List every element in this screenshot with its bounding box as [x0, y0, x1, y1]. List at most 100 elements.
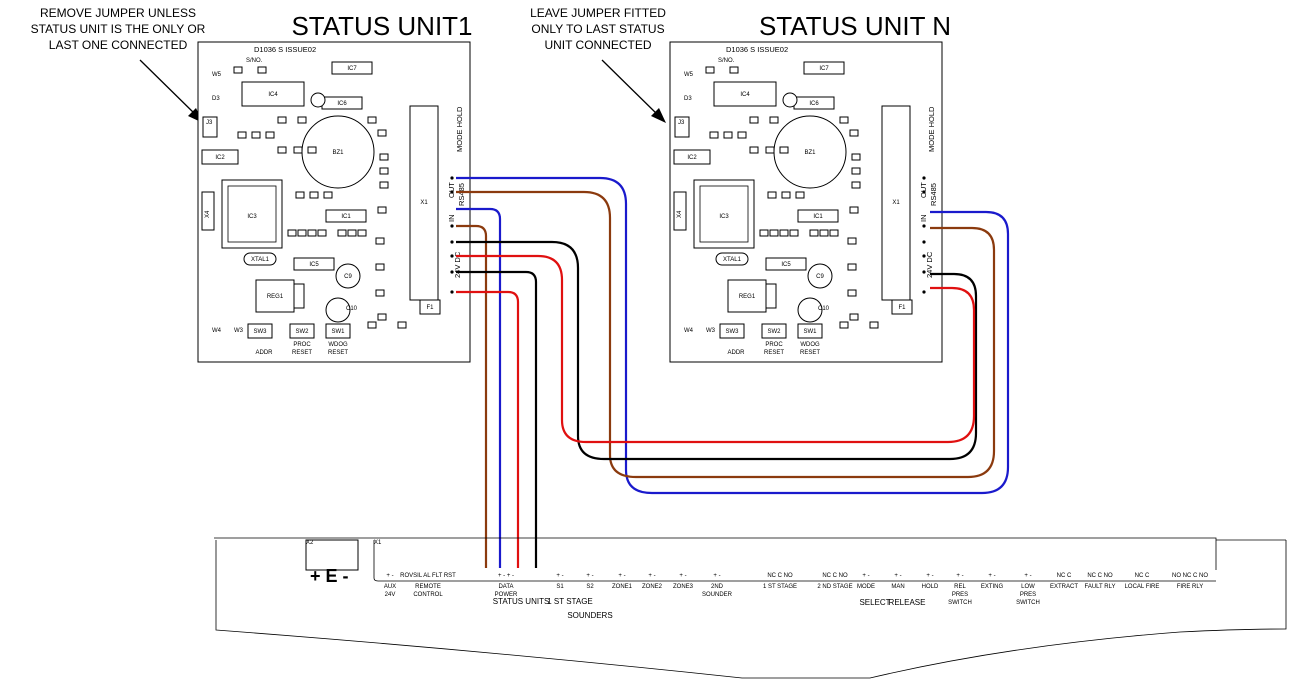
terminal-pins: + - — [713, 573, 720, 579]
smd-component — [851, 153, 861, 161]
switch-sw3 — [247, 323, 273, 339]
title-status-unit-n: STATUS UNIT N — [759, 11, 951, 41]
chip-ic1 — [325, 209, 367, 223]
smd-component — [839, 321, 849, 329]
smd-component — [779, 229, 789, 237]
jumper-link — [202, 116, 218, 138]
chip-ic4 — [713, 81, 777, 107]
terminal-pins: NC C NO — [1087, 573, 1113, 579]
connector-x2 — [305, 539, 359, 571]
smd-component — [317, 229, 327, 237]
svg-text:X1: X1 — [892, 200, 900, 206]
svg-text:STATUS UNIT IS THE ONLY OR: STATUS UNIT IS THE ONLY OR — [31, 22, 206, 36]
smd-component — [379, 181, 389, 189]
terminal-pins: + - — [386, 573, 393, 579]
smd-component — [765, 146, 775, 154]
out-label: OUT — [919, 182, 928, 198]
drawing-number: D1036 S ISSUE02 — [254, 45, 316, 54]
terminal-label: EXTING — [981, 584, 1004, 590]
smd-component — [779, 146, 789, 154]
connector-x1 — [409, 105, 439, 301]
smd-component — [795, 191, 805, 199]
terminal-pins: + - — [679, 573, 686, 579]
crystal-xtal1 — [243, 252, 277, 266]
arrow-icon — [139, 59, 203, 123]
wdog-reset-label: RESET — [800, 350, 820, 356]
svg-text:REG1: REG1 — [739, 294, 756, 300]
svg-text:X4: X4 — [205, 210, 211, 218]
terminal-label: SWITCH — [1016, 600, 1040, 606]
smd-component — [257, 66, 267, 74]
smd-component — [851, 181, 861, 189]
terminal-label: ZONE3 — [673, 584, 694, 590]
wire-black-unit1-unitn — [456, 240, 978, 461]
wire-red-unit1-panel — [456, 290, 520, 568]
terminal-label: DATA — [498, 584, 513, 590]
terminal-pins: + - — [648, 573, 655, 579]
svg-text:SW2: SW2 — [295, 329, 309, 335]
smd-component — [819, 229, 829, 237]
svg-text:IC2: IC2 — [215, 155, 225, 161]
svg-text:BZ1: BZ1 — [804, 150, 816, 156]
proc-reset-label: RESET — [764, 350, 784, 356]
svg-text:XTAL1: XTAL1 — [251, 257, 270, 263]
smd-component — [309, 191, 319, 199]
chip-ic3 — [693, 179, 755, 249]
svg-text:WDOG: WDOG — [328, 342, 348, 348]
smd-component — [293, 146, 303, 154]
smd-component — [767, 191, 777, 199]
terminal-label: EXTRACT — [1050, 584, 1078, 590]
capacitor-c9 — [807, 263, 833, 289]
smd-component — [849, 129, 859, 137]
terminal-label: FIRE RLY — [1177, 584, 1204, 590]
terminal-label: CONTROL — [413, 592, 443, 598]
smd-component — [705, 66, 715, 74]
wire-brown-unit1-panel — [456, 224, 488, 568]
sounders-label: SOUNDERS — [567, 611, 612, 620]
chip-ic3 — [221, 179, 283, 249]
smd-component — [847, 263, 857, 271]
terminal-label: PRES — [1020, 592, 1036, 598]
title-status-unit-1: STATUS UNIT1 — [291, 11, 472, 41]
smd-component — [323, 191, 333, 199]
smd-component — [237, 131, 247, 139]
svg-text:LEAVE JUMPER FITTED: LEAVE JUMPER FITTED — [530, 6, 666, 20]
rs485-label: RS485 — [929, 183, 938, 206]
terminal-pins: + - — [586, 573, 593, 579]
svg-text:IC2: IC2 — [687, 155, 697, 161]
w3-label: W3 — [234, 328, 244, 334]
smd-component — [357, 229, 367, 237]
regulator-reg1 — [727, 279, 767, 313]
svg-text:IC6: IC6 — [809, 101, 819, 107]
smd-component — [377, 129, 387, 137]
svg-text:LAST ONE CONNECTED: LAST ONE CONNECTED — [49, 38, 188, 52]
svg-text:IC5: IC5 — [309, 262, 319, 268]
svg-text:C9: C9 — [344, 274, 352, 280]
terminal-label: POWER — [495, 592, 518, 598]
capacitor-c9 — [335, 263, 361, 289]
smd-component — [729, 66, 739, 74]
capacitor-c10 — [797, 297, 823, 323]
svg-text:IC3: IC3 — [247, 214, 257, 220]
terminal-label: FAULT RLY — [1084, 584, 1115, 590]
svg-text:WDOG: WDOG — [800, 342, 820, 348]
note-leave-jumper: LEAVE JUMPER FITTED ONLY TO LAST STATUS … — [530, 6, 666, 52]
svg-text:F1: F1 — [898, 305, 906, 311]
smd-component — [737, 131, 747, 139]
terminal-label: SOUNDER — [702, 592, 733, 598]
terminal-pins: NC C — [1057, 573, 1072, 579]
svg-text:C10: C10 — [346, 306, 358, 312]
capacitor-c10 — [325, 297, 351, 323]
smd-component — [367, 116, 377, 124]
terminal-label: ZONE2 — [642, 584, 663, 590]
smd-component — [847, 237, 857, 245]
terminal-pins: ROVSIL AL FLT RST — [400, 573, 456, 579]
st-stage-label: 1 ST STAGE — [547, 597, 593, 606]
terminal-pins: NC C — [1135, 573, 1150, 579]
terminal-pins: + - — [862, 573, 869, 579]
terminal-label: S1 — [556, 584, 564, 590]
fuse-f1 — [419, 299, 441, 315]
terminal-label: SWITCH — [948, 600, 972, 606]
smd-component — [769, 116, 779, 124]
